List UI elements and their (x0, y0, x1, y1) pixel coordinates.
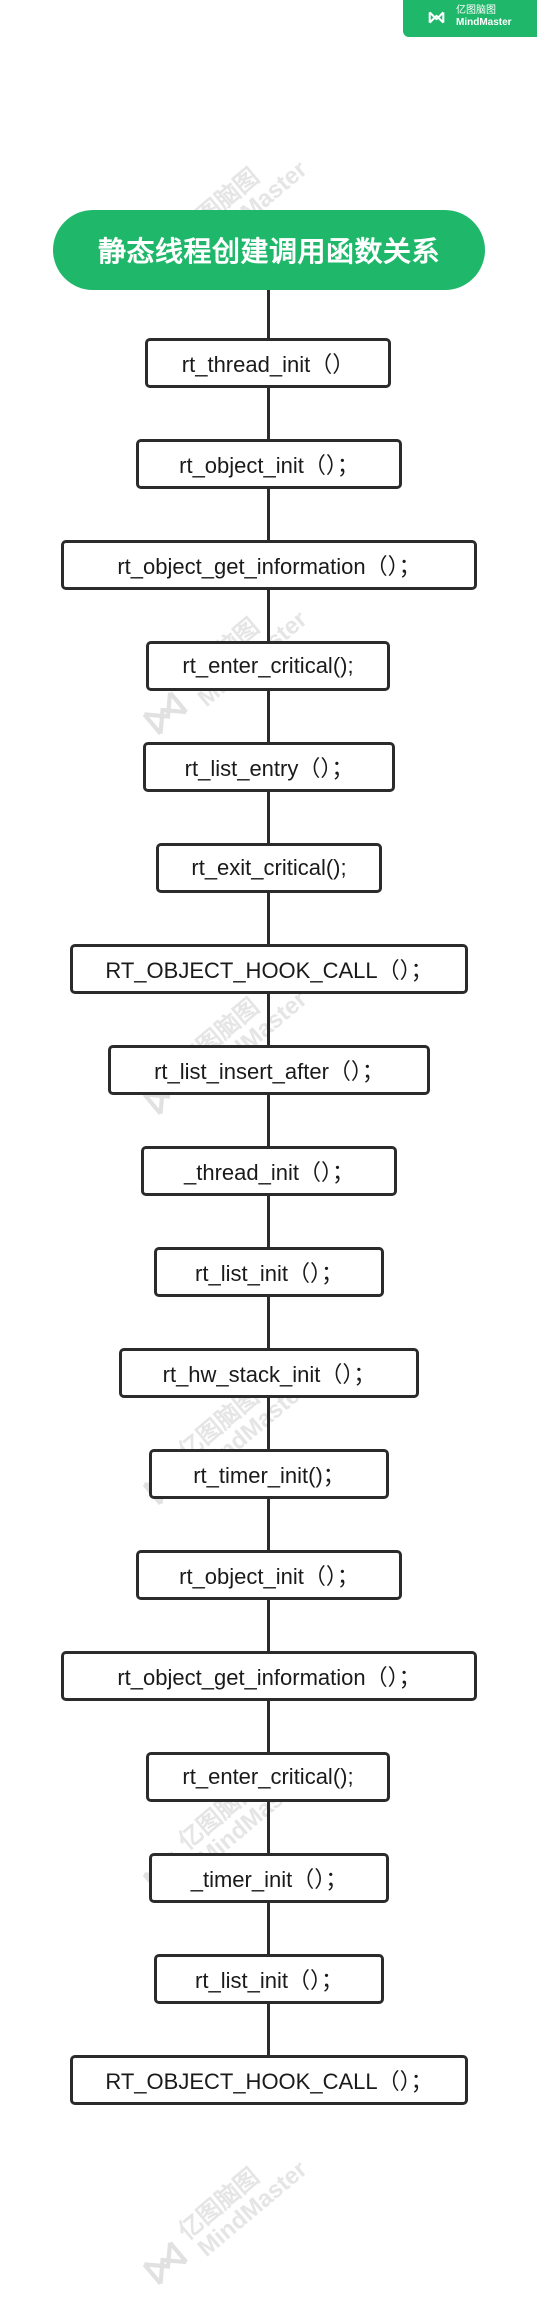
function-node[interactable]: rt_object_get_information（）； (61, 540, 477, 590)
watermark: 亿图脑图 MindMaster (110, 893, 386, 1152)
function-node[interactable]: _timer_init（）； (149, 1853, 389, 1903)
function-node[interactable]: rt_object_init（）； (136, 439, 402, 489)
mindmaster-logo-icon (428, 11, 445, 24)
mindmaster-badge: 亿图脑图 MindMaster (403, 0, 537, 37)
function-node[interactable]: rt_exit_critical(); (156, 843, 382, 893)
function-node[interactable]: rt_list_insert_after（）； (108, 1045, 430, 1095)
function-node[interactable]: rt_timer_init()； (149, 1449, 389, 1499)
function-node[interactable]: RT_OBJECT_HOOK_CALL（）； (70, 2055, 468, 2105)
badge-cn-text: 亿图脑图 (456, 5, 496, 16)
function-node[interactable]: rt_list_init（）； (154, 1247, 384, 1297)
badge-en-text: MindMaster (456, 16, 512, 28)
function-node[interactable]: rt_enter_critical(); (146, 1752, 390, 1802)
function-node[interactable]: rt_list_entry（）； (143, 742, 395, 792)
watermark-en-text: MindMaster (192, 2155, 313, 2263)
watermark: 亿图脑图 MindMaster (110, 1283, 386, 1542)
watermark-cn-text: 亿图脑图 (172, 2162, 265, 2246)
function-node[interactable]: rt_list_init（）； (154, 1954, 384, 2004)
function-node[interactable]: rt_object_get_information（）； (61, 1651, 477, 1701)
function-node[interactable]: rt_enter_critical(); (146, 641, 390, 691)
function-node[interactable]: rt_thread_init（） (145, 338, 391, 388)
watermark-logo-icon (142, 691, 188, 736)
function-node[interactable]: _thread_init（）； (141, 1146, 397, 1196)
function-node[interactable]: RT_OBJECT_HOOK_CALL（）； (70, 944, 468, 994)
function-node[interactable]: rt_hw_stack_init（）； (119, 1348, 419, 1398)
function-node[interactable]: rt_object_init（）； (136, 1550, 402, 1600)
root-topic[interactable]: 静态线程创建调用函数关系 (53, 210, 485, 290)
watermark-logo-icon (142, 2241, 188, 2286)
